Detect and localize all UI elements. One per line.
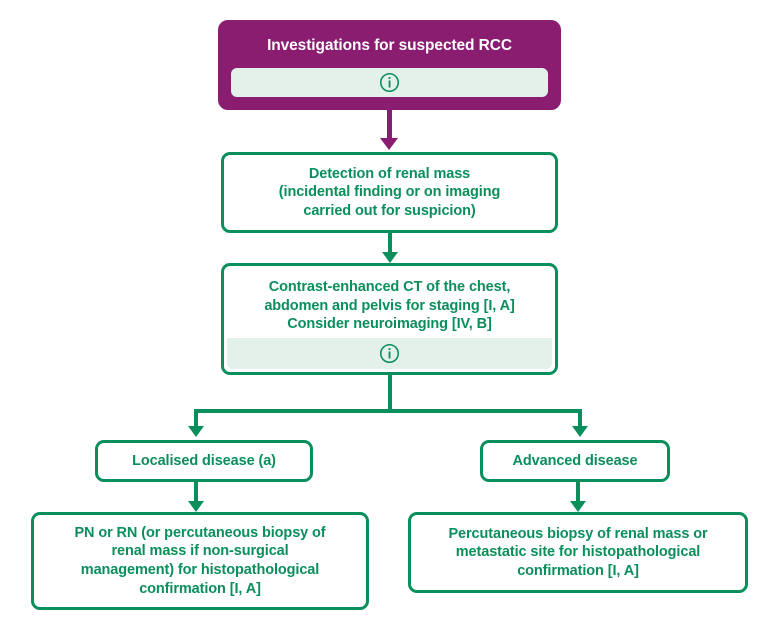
- arrowhead-detection-to-staging: [382, 252, 398, 263]
- node-detection-of-renal-mass: Detection of renal mass (incidental find…: [221, 152, 558, 233]
- connector-detection-to-staging: [388, 233, 392, 254]
- node-advanced-disease-label: Advanced disease: [512, 452, 638, 469]
- connector-localised-to-treatment: [194, 482, 198, 503]
- connector-advanced-to-treatment: [576, 482, 580, 503]
- node-localised-treatment-label: PN or RN (or percutaneous biopsy of rena…: [74, 524, 326, 597]
- connector-branch-left-drop: [194, 409, 198, 428]
- connector-header-to-detection: [387, 110, 392, 139]
- node-staging-label: Contrast-enhanced CT of the chest, abdom…: [264, 279, 515, 333]
- node-localised-treatment: PN or RN (or percutaneous biopsy of rena…: [31, 512, 369, 610]
- staging-info-strip[interactable]: [227, 338, 552, 369]
- arrowhead-branch-left: [188, 426, 204, 437]
- node-detection-label: Detection of renal mass (incidental find…: [278, 165, 501, 219]
- arrowhead-header-to-detection: [380, 138, 398, 150]
- node-advanced-treatment: Percutaneous biopsy of renal mass or met…: [408, 512, 748, 593]
- connector-staging-branch-bar: [194, 409, 582, 413]
- connector-branch-right-drop: [578, 409, 582, 428]
- header-info-strip[interactable]: [231, 67, 548, 97]
- arrowhead-localised-to-treatment: [188, 501, 204, 512]
- info-circle-icon[interactable]: [379, 343, 400, 364]
- node-localised-disease-label: Localised disease (a): [132, 452, 276, 469]
- node-staging-ct: Contrast-enhanced CT of the chest, abdom…: [221, 263, 558, 375]
- info-circle-icon[interactable]: [379, 72, 400, 93]
- node-localised-disease: Localised disease (a): [95, 440, 313, 482]
- node-advanced-treatment-label: Percutaneous biopsy of renal mass or met…: [448, 525, 708, 579]
- arrowhead-branch-right: [572, 426, 588, 437]
- node-advanced-disease: Advanced disease: [480, 440, 670, 482]
- node-investigations-header: Investigations for suspected RCC: [218, 20, 561, 110]
- page-title: Investigations for suspected RCC: [267, 37, 512, 54]
- connector-staging-stem: [388, 375, 392, 412]
- arrowhead-advanced-to-treatment: [570, 501, 586, 512]
